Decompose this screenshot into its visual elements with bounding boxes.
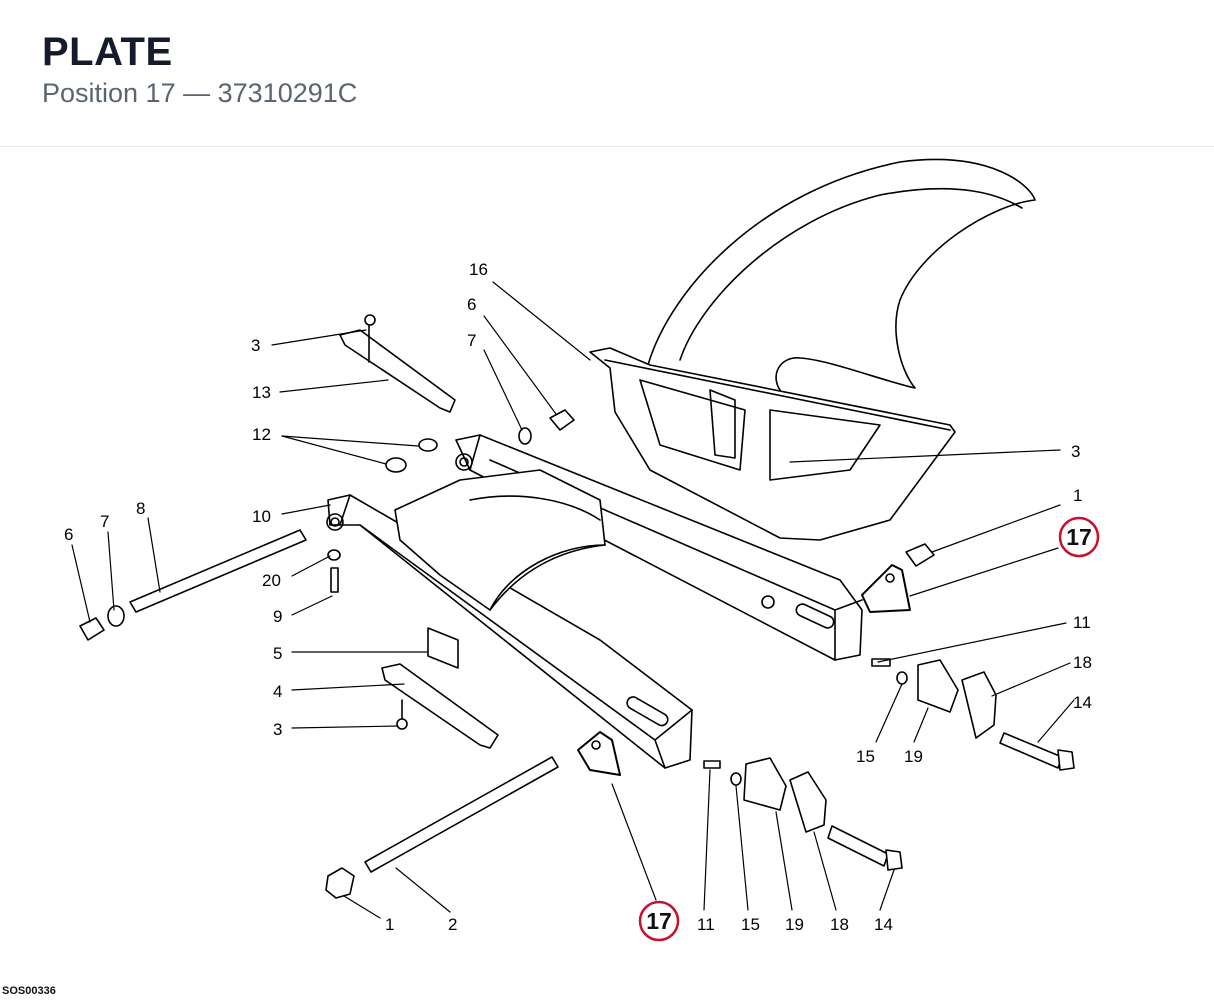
- chain-guide-lower-part: [381, 663, 499, 749]
- callout-19-right: 19: [904, 747, 923, 766]
- callout-15-right: 15: [856, 747, 875, 766]
- callout-1-lower: 1: [385, 915, 394, 934]
- callout-15-lower: 15: [741, 915, 760, 934]
- callout-5: 5: [273, 644, 282, 663]
- callout-19-lower: 19: [785, 915, 804, 934]
- callout-18-right: 18: [1073, 653, 1092, 672]
- callout-17-lower: 17: [646, 908, 672, 934]
- callout-6-left: 6: [64, 525, 73, 544]
- callout-14-right: 14: [1073, 693, 1092, 712]
- rear-mudguard-part: [589, 158, 1036, 541]
- highlight-17-right[interactable]: 17: [1058, 516, 1100, 558]
- chain-adjuster-right-part: [871, 658, 1075, 771]
- callout-labels: 3 13 12 10 16 6 7 3 1 6 7 8 20 9 5 4 3 1…: [64, 260, 1092, 934]
- callout-13: 13: [252, 383, 271, 402]
- callout-7-left: 7: [100, 512, 109, 531]
- callout-10: 10: [252, 507, 271, 526]
- chain-adjuster-lower-part: [703, 757, 903, 871]
- leader-lines: [71, 281, 1075, 919]
- callout-4: 4: [273, 682, 282, 701]
- callout-8: 8: [136, 499, 145, 518]
- highlight-ring: [1058, 516, 1100, 558]
- callout-16: 16: [469, 260, 488, 279]
- rear-axle-part: [325, 756, 559, 899]
- page-subtitle: Position 17 — 37310291C: [42, 78, 357, 109]
- callout-1-right: 1: [1073, 486, 1082, 505]
- part-number: 37310291C: [217, 78, 358, 108]
- bushing-upper-part: [518, 409, 575, 445]
- subtitle-separator: —: [183, 78, 211, 108]
- highlight-ring: [638, 900, 680, 942]
- highlight-17-lower[interactable]: 17: [638, 900, 680, 942]
- pad-5-part: [427, 627, 459, 669]
- plate-17-right-part: [861, 543, 935, 613]
- drawing-code: SOS00336: [2, 985, 56, 997]
- callout-7-top: 7: [467, 331, 476, 350]
- page-title: PLATE: [42, 30, 173, 74]
- callout-3-right: 3: [1071, 442, 1080, 461]
- callout-11-right: 11: [1073, 613, 1091, 632]
- chain-guide-upper-part: [339, 314, 456, 473]
- page-header: PLATE Position 17 — 37310291C: [0, 0, 1214, 147]
- plate-17-left-part: [577, 731, 621, 776]
- pivot-shaft-part: [79, 529, 307, 641]
- callout-3-lower: 3: [273, 720, 282, 739]
- position-label: Position 17: [42, 78, 176, 108]
- callout-14-lower: 14: [874, 915, 893, 934]
- callout-6-top: 6: [467, 295, 476, 314]
- callout-11-lower: 11: [697, 915, 715, 934]
- exploded-parts-diagram: 3 13 12 10 16 6 7 3 1 6 7 8 20 9 5 4 3 1…: [0, 147, 1214, 1003]
- swingarm-part: [326, 434, 863, 769]
- callout-9: 9: [273, 607, 282, 626]
- callout-18-lower: 18: [830, 915, 849, 934]
- callout-3-top: 3: [251, 336, 260, 355]
- callout-2: 2: [448, 915, 457, 934]
- callout-17-right: 17: [1066, 524, 1092, 550]
- callout-12: 12: [252, 425, 271, 444]
- screw-9-washer-20-part: [327, 549, 341, 593]
- callout-20: 20: [262, 571, 281, 590]
